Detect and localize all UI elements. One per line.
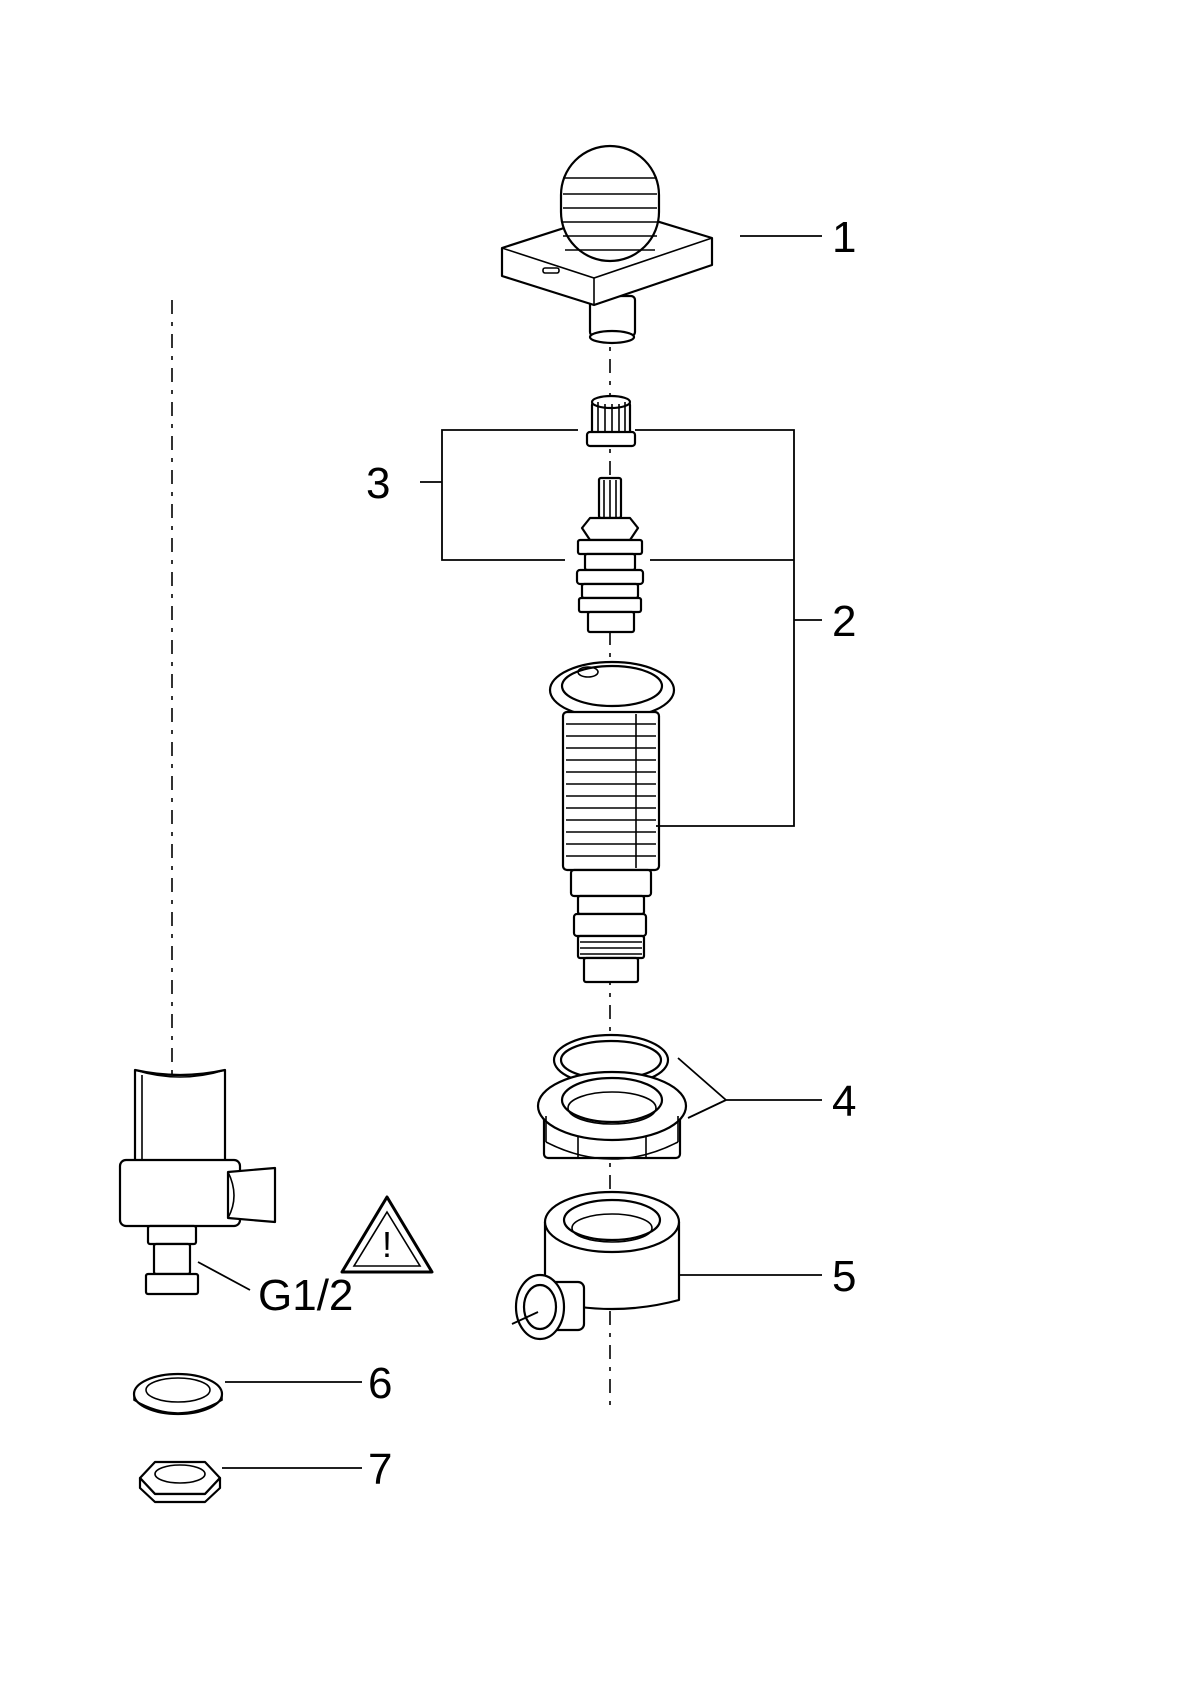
- part-4-seal-nut: [536, 1033, 688, 1160]
- callout-6: 6: [368, 1359, 392, 1408]
- part-2-extension-sleeve: [548, 660, 676, 984]
- warning-symbol: !: [382, 1224, 392, 1265]
- part-2-cartridge: [575, 476, 645, 634]
- callout-2: 2: [832, 597, 856, 646]
- warning-icon: !: [340, 1195, 434, 1274]
- callout-7: 7: [368, 1445, 392, 1494]
- callout-5: 5: [832, 1252, 856, 1301]
- part-6-washer: [132, 1372, 224, 1416]
- leader-lines: [197, 235, 822, 1469]
- part-1-handle: [500, 144, 714, 345]
- callout-4: 4: [832, 1077, 856, 1126]
- callout-3: 3: [366, 459, 390, 508]
- thread-size-label: G1/2: [258, 1271, 353, 1320]
- angle-valve: [118, 1068, 277, 1296]
- part-5-body: [511, 1190, 681, 1341]
- part-7-hex-nut: [138, 1460, 222, 1504]
- callout-1: 1: [832, 213, 856, 262]
- part-3-spline-adapter: [585, 394, 637, 448]
